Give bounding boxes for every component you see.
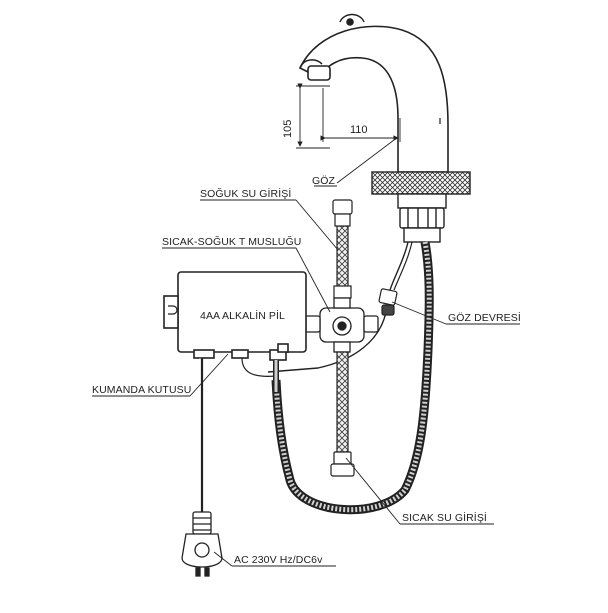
kumanda-kutusu-label: KUMANDA KUTUSU: [92, 384, 191, 396]
sicak-su-girisi-label: SICAK SU GİRİŞİ: [402, 511, 487, 524]
hot-water-nut: [330, 451, 355, 477]
soguk-su-girisi-label: SOĞUK SU GİRİŞİ: [200, 187, 291, 200]
power-plug: [181, 511, 223, 577]
sicak-soguk-t-muslugu-label: SICAK-SOĞUK T MUSLUĞU: [162, 235, 301, 248]
height-dimension-label: 105: [282, 120, 294, 138]
cold-water-nut: [332, 199, 353, 299]
cold-water-hose: [336, 225, 349, 289]
faucet-spout: [298, 13, 449, 173]
goz-leader: [336, 139, 395, 184]
goz-devresi-label: GÖZ DEVRESİ: [448, 311, 521, 324]
faucet-mount-nut: [397, 193, 447, 243]
leader-lines: [92, 199, 520, 567]
power-label: AC 230V Hz/DC6v: [234, 554, 323, 566]
hot-water-hose: [336, 351, 349, 453]
goz-label: GÖZ: [312, 175, 336, 187]
faucet-base-knurl: [371, 171, 471, 195]
t-valve: [299, 297, 379, 353]
box-wire: [241, 357, 277, 377]
control-box: [163, 271, 307, 361]
sensor-eye: [307, 65, 331, 81]
reach-dimension-label: 110: [350, 124, 368, 136]
dimension-lines: [296, 83, 401, 149]
sensor-connector: [378, 288, 398, 316]
battery-label: 4AA ALKALİN PİL: [200, 309, 285, 322]
